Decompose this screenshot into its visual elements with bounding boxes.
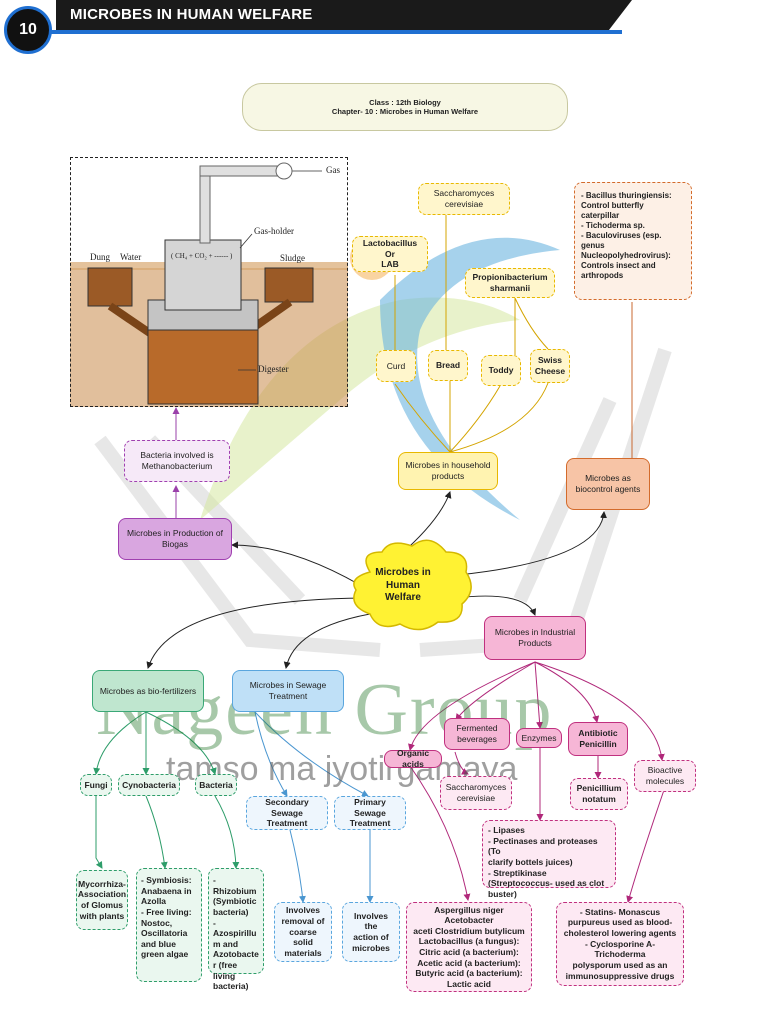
node-enzymes: Enzymes	[516, 728, 562, 748]
label-water: Water	[120, 252, 142, 262]
class-line: Class : 12th Biology	[369, 97, 441, 107]
biogas-plant-illustration	[70, 162, 348, 407]
node-industrial: Microbes in Industrial Products	[484, 616, 586, 660]
node-statins: - Statins- Monascus purpureus used as bl…	[556, 902, 684, 986]
node-household: Microbes in household products	[398, 452, 498, 490]
node-propionibacterium: Propionibacterium sharmanii	[465, 268, 555, 298]
node-biogas: Microbes in Production of Biogas	[118, 518, 232, 560]
label-gas: Gas	[326, 165, 340, 175]
label-sludge: Sludge	[280, 253, 306, 263]
node-cyanobacteria: Cynobacteria	[118, 774, 180, 796]
node-biofertilizers: Microbes as bio-fertilizers	[92, 670, 204, 712]
node-swiss-cheese: Swiss Cheese	[530, 349, 570, 383]
label-digester: Digester	[258, 364, 289, 374]
node-symbiosis: - Symbiosis: Anabaena in Azolla - Free l…	[136, 868, 202, 982]
node-saccharomyces-bottom: Saccharomyces cerevisiae	[440, 776, 512, 810]
node-sewage: Microbes in Sewage Treatment	[232, 670, 344, 712]
chapter-number-badge: 10	[4, 6, 52, 54]
watermark-blue-swoosh	[380, 237, 560, 520]
center-cloud-shape	[353, 539, 472, 631]
node-organic-acids: Organic acids	[384, 748, 442, 769]
chapter-line: Chapter- 10 : Microbes in Human Welfare	[331, 107, 479, 116]
node-bacteria: Bacteria	[195, 774, 237, 796]
node-bread: Bread	[428, 350, 468, 381]
biogas-diagram-frame	[70, 157, 348, 407]
node-fermented-beverages: Fermented beverages	[444, 718, 510, 750]
header-accent-line	[30, 30, 622, 34]
node-biocontrol: Microbes as biocontrol agents	[566, 458, 650, 510]
label-gas-holder: Gas-holder	[254, 226, 294, 236]
node-methanobacterium: Bacteria involved is Methanobacterium	[124, 440, 230, 482]
node-microbe-action: Involves the action of microbes	[342, 902, 400, 962]
node-lactobacillus: Lactobacillus Or LAB	[352, 236, 428, 272]
node-bioactive: Bioactive molecules	[634, 760, 696, 792]
node-toddy: Toddy	[481, 355, 521, 386]
node-secondary-sewage: Secondary Sewage Treatment	[246, 796, 328, 830]
node-primary-sewage: Primary Sewage Treatment	[334, 796, 406, 830]
node-fungi: Fungi	[80, 774, 112, 796]
node-antibiotic: Antibiotic Penicillin	[568, 722, 628, 756]
center-topic: Microbes in Human Welfare	[375, 567, 431, 603]
label-dung: Dung	[90, 252, 110, 262]
node-rhizobium: - Rhizobium (Symbiotic bacteria) - Azosp…	[208, 868, 264, 991]
header-bar	[56, 0, 632, 30]
node-biocontrol-detail: - Bacillus thuringiensis: Control butter…	[574, 182, 692, 300]
node-aspergillus: Aspergillus niger Acetobacter aceti Clos…	[406, 902, 532, 992]
label-gas-formula: ( CH₄ + CO₂ + ------ )	[171, 252, 233, 260]
node-curd: Curd	[376, 350, 416, 382]
node-mycorrhiza: Mycorrhiza- Association of Glomus with p…	[76, 870, 128, 930]
node-coarse-removal: Involves removal of coarse solid materia…	[274, 902, 332, 962]
node-lipases: - Lipases - Pectinases and proteases (To…	[482, 820, 616, 899]
page-title: MICROBES IN HUMAN WELFARE	[70, 6, 313, 23]
watermark-green-swoosh	[200, 297, 520, 520]
node-saccharomyces-top: Saccharomyces cerevisiae	[418, 183, 510, 215]
node-penicillium: Penicillium notatum	[570, 778, 628, 810]
